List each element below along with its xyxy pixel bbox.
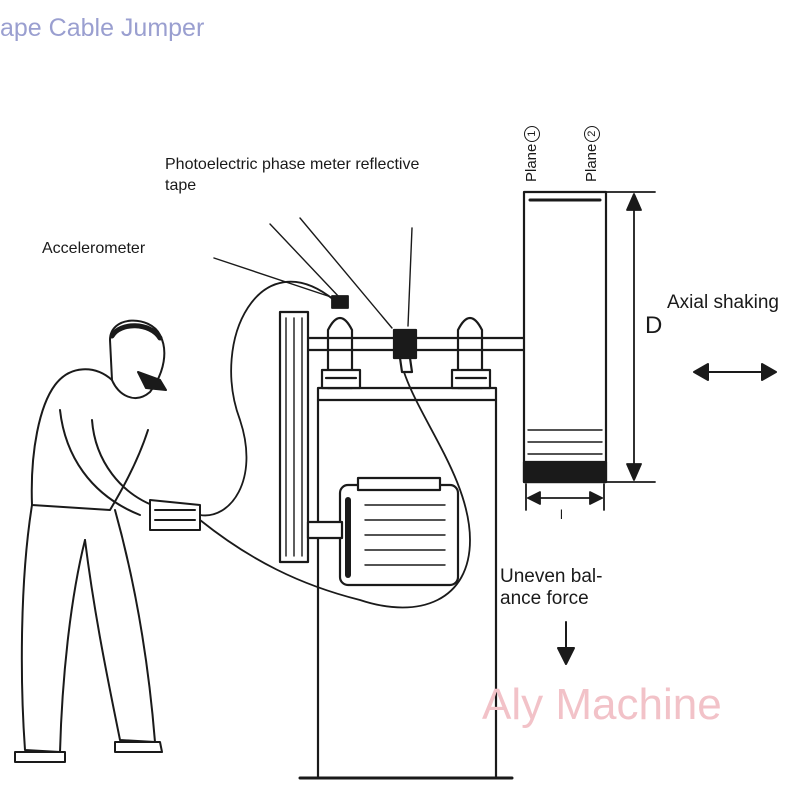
drive-belt	[278, 310, 310, 564]
plane-1-label: Plane1	[523, 125, 541, 182]
unbalance-force-arrow	[557, 621, 575, 665]
axial-arrow	[693, 363, 777, 381]
accelerometer-cables	[199, 280, 471, 609]
brand-watermark: Aly Machine	[482, 680, 722, 729]
unbalance-label-line2: ance force	[500, 588, 589, 609]
diameter-label: D	[645, 312, 663, 339]
product-title: ape Cable Jumper	[0, 14, 205, 42]
plane-2-text: Plane	[583, 143, 600, 182]
plane-1-text: Plane	[523, 143, 540, 182]
plane-1-number: 1	[524, 125, 541, 142]
photoelectric-label-line1: Photoelectric phase meter reflective	[165, 156, 420, 173]
plane-2-number: 2	[584, 125, 601, 142]
length-label: l	[560, 507, 563, 522]
drive-shaft	[298, 328, 526, 374]
label-pointers	[213, 217, 413, 329]
bearing-block-left	[320, 316, 362, 390]
dimension-l	[525, 483, 605, 511]
unbalance-label-line1: Uneven bal-	[500, 566, 603, 587]
axial-shaking-label: Axial shaking	[667, 292, 779, 313]
electric-motor	[306, 476, 460, 587]
plane-2-label: Plane2	[583, 125, 601, 182]
rotor-drum	[522, 190, 608, 484]
dimension-d	[605, 191, 656, 483]
accelerometer-label: Accelerometer	[42, 240, 146, 257]
operator-figure	[14, 319, 201, 763]
bearing-block-right	[450, 316, 492, 390]
photoelectric-label-line2: tape	[165, 177, 197, 194]
